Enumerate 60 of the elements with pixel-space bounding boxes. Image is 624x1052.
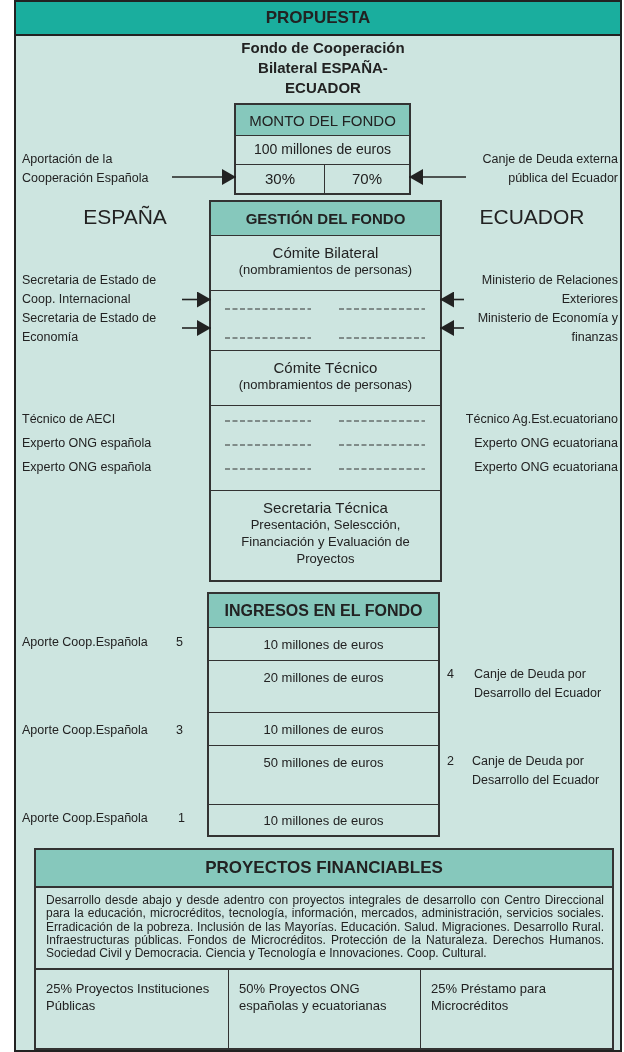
row-text: 25% Préstamo para Microcréditos [430, 980, 547, 1014]
node-text: Aportación de la Cooperación Española [22, 150, 172, 190]
row-text: 10 millones de euros [262, 721, 385, 738]
row-text: 50 millones de euros [262, 754, 385, 771]
row-text: 10 millones de euros [262, 636, 385, 653]
row-text: (nombramientos de personas) [237, 376, 414, 393]
row-text: 10 millones de euros [262, 812, 385, 829]
arrow [408, 169, 467, 185]
label-text: 4 [447, 666, 455, 683]
label-text: Experto ONG española [22, 459, 153, 476]
table-header: INGRESOS EN EL FONDO [209, 594, 438, 627]
row-heading: Secretaria Técnica [262, 498, 389, 516]
label-text: ESPAÑA [82, 204, 168, 230]
row-text: 30% [264, 169, 296, 187]
label-text: Canje de Deuda por Desarrollo del Ecuador [472, 753, 600, 789]
table-row [324, 164, 409, 193]
label-text: Experto ONG española [22, 435, 153, 452]
node-text: Ministerio de Economía y finanzas [464, 309, 618, 347]
label-text: Experto ONG ecuatoriana [473, 435, 618, 452]
row-heading: Cómite Técnico [272, 358, 379, 376]
row-text: 100 millones de euros [253, 140, 392, 158]
row-text: 50% Proyectos ONG españolas y ecuatorianas [238, 980, 388, 1014]
row-heading: Cómite Bilateral [271, 243, 380, 261]
node-text: Canje de Deuda externa pública del Ecuador [466, 150, 618, 190]
management-table [209, 200, 442, 582]
node-text: Secretaria de Estado de Coop. Internacional [22, 271, 182, 309]
label-text: Aporte Coop.Española [22, 810, 149, 827]
node-text: Secretaria de Estado de Economía [22, 309, 182, 347]
label-text: 3 [176, 722, 184, 739]
row-text: Presentación, Selescción, Financiación y Evaluación de Proyectos [240, 516, 411, 567]
row-text: 25% Proyectos Instituciones Públicas [45, 980, 211, 1014]
label-text: ECUADOR [478, 204, 586, 230]
label-text: Técnico de AECI [22, 411, 117, 428]
projects-table [34, 848, 614, 1050]
table-header: PROPUESTA [16, 2, 620, 36]
arrow [171, 169, 237, 185]
fund-table [234, 103, 411, 195]
table-header: GESTIÓN DEL FONDO [211, 202, 440, 235]
row-text: 20 millones de euros [262, 669, 385, 686]
row-text: 70% [351, 169, 383, 187]
arrow [439, 291, 465, 308]
arrow [439, 320, 465, 336]
paragraph: Desarrollo desde abajo y desde adentro con proyectos integrales de desarrollo con Centro Direccional para la educación, microcréditos, tecnología, información, mercados, administración, servicios sociales. Erradicación de la pobreza. Inclusión de las Mayorías. Educación. Salud. Migraciones. Desarrollo Rural. Infraestructuras públicas. Fondos de Microcréditos. Protección de la Naturaleza. Derechos Humanos. Sociedad Civil y Democracia. Ciencia y Tecnología e Innovaciones. Coop. Cultural. [36, 886, 612, 970]
income-table [207, 592, 440, 837]
table-header: PROYECTOS FINANCIABLES [36, 850, 612, 886]
diagram-title: Fondo de Cooperación Bilateral ESPAÑA-ECUADOR [240, 38, 406, 98]
arrow [181, 320, 212, 336]
label-text: Aporte Coop.Española [22, 634, 149, 651]
node-text: Ministerio de Relaciones Exteriores [464, 271, 618, 309]
label-text: Experto ONG ecuatoriana [473, 459, 618, 476]
table-header: MONTO DEL FONDO [236, 105, 409, 135]
label-text: Técnico Ag.Est.ecuatoriano [464, 411, 618, 428]
label-text: 5 [176, 634, 184, 651]
label-text: Aporte Coop.Española [22, 722, 149, 739]
arrow [181, 291, 212, 308]
label-text: 1 [178, 810, 186, 827]
row-text: (nombramientos de personas) [237, 261, 414, 278]
label-text: Canje de Deuda por Desarrollo del Ecuador [474, 666, 603, 702]
label-text: 2 [447, 753, 455, 770]
panel-background [14, 0, 622, 1052]
